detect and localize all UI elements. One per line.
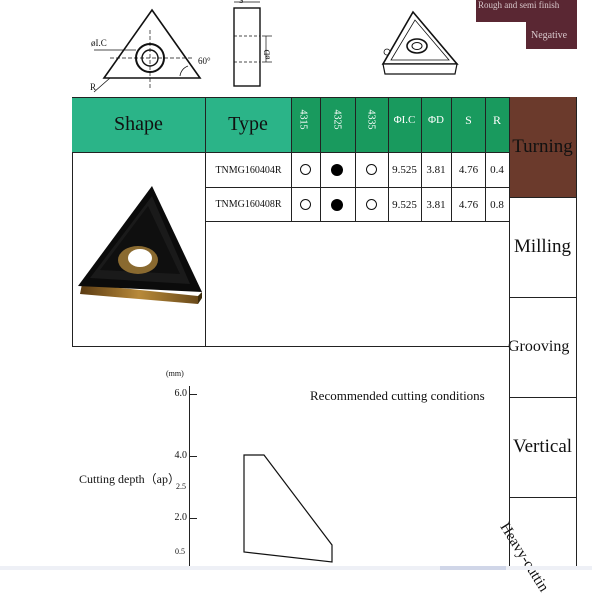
chart-title: Recommended cutting conditions bbox=[310, 388, 485, 403]
table-line bbox=[421, 97, 422, 221]
side-tab-divider bbox=[509, 397, 577, 398]
type-cell-row1: TNMG160404R bbox=[215, 164, 282, 176]
negative-tag bbox=[526, 22, 577, 49]
side-tab-turning[interactable]: Turning bbox=[512, 136, 573, 157]
grade-available-open-marker bbox=[366, 199, 377, 210]
insert-photo bbox=[78, 186, 202, 304]
table-line bbox=[291, 97, 292, 221]
grade-recommended-filled-marker bbox=[331, 199, 343, 211]
grade-available-open-marker bbox=[300, 199, 311, 210]
negative-label: Negative bbox=[531, 30, 568, 41]
table-line bbox=[451, 97, 452, 221]
rough-semi-finish-label: Rough and semi finish bbox=[478, 0, 560, 10]
r-cell-row2: 0.8 bbox=[490, 198, 504, 211]
table-line bbox=[72, 152, 73, 346]
bottom-scroll-strip bbox=[0, 566, 592, 570]
angle-dim-label: 60° bbox=[198, 56, 211, 66]
shape-header: Shape bbox=[114, 113, 163, 135]
side-tab-border bbox=[576, 97, 577, 570]
ic-cell-row2: 9.525 bbox=[392, 198, 417, 211]
grade-available-open-marker bbox=[300, 164, 311, 175]
d-cell-row1: 3.81 bbox=[426, 164, 446, 176]
s-cell-row1: 4.76 bbox=[458, 164, 479, 176]
y-small-label-0-5: 0.5 bbox=[175, 547, 185, 556]
y-axis bbox=[189, 386, 190, 570]
grade-header-4315: 4315 bbox=[297, 109, 309, 130]
table-line bbox=[320, 97, 321, 221]
d-cell-row2: 3.81 bbox=[426, 198, 446, 211]
type-cell-row2: TNMG160408R bbox=[215, 199, 282, 210]
chart-ylabel: Cutting depth（ap） bbox=[79, 472, 180, 486]
y-small-label-2-5: 2.5 bbox=[176, 482, 186, 491]
side-tab-divider bbox=[509, 297, 577, 298]
side-tab-grooving[interactable]: Grooving bbox=[508, 338, 570, 355]
side-tab-divider bbox=[509, 197, 577, 198]
table-line bbox=[485, 97, 486, 221]
type-header: Type bbox=[228, 113, 268, 135]
y-tick bbox=[189, 518, 197, 519]
side-tab-milling[interactable]: Milling bbox=[513, 236, 571, 257]
table-line bbox=[205, 221, 509, 222]
ic-dim-label: øI.C bbox=[91, 38, 107, 48]
insert-top-view-drawing bbox=[93, 8, 202, 93]
side-tab-border bbox=[509, 97, 510, 570]
bottom-scroll-thumb[interactable] bbox=[440, 566, 506, 570]
y-tick bbox=[189, 456, 197, 457]
rough-semi-finish-tag bbox=[476, 0, 577, 22]
table-line bbox=[72, 97, 509, 98]
chart-unit: (mm) bbox=[166, 369, 184, 378]
grade-recommended-filled-marker bbox=[331, 164, 343, 176]
grade-header-bg bbox=[291, 97, 509, 152]
s-header: S bbox=[465, 112, 472, 127]
thickness-dim-label: S bbox=[239, 0, 244, 5]
grade-available-open-marker bbox=[366, 164, 377, 175]
r-header: R bbox=[492, 112, 501, 127]
y-tick-label-6: 6.0 bbox=[174, 388, 188, 399]
ic-header: ΦI.C bbox=[393, 114, 416, 126]
table-line bbox=[205, 97, 206, 346]
table-line bbox=[72, 346, 509, 347]
y-tick-label-4: 4.0 bbox=[174, 450, 188, 461]
side-tab-divider bbox=[509, 497, 577, 498]
side-tab-bg-turning bbox=[509, 97, 576, 197]
insert-side-view-drawing bbox=[233, 1, 272, 87]
table-line bbox=[205, 187, 509, 188]
insert-isometric-drawing bbox=[381, 10, 459, 75]
s-cell-row2: 4.76 bbox=[458, 198, 479, 211]
cutting-region-polygon bbox=[243, 454, 333, 563]
radius-dim-label: R bbox=[90, 82, 97, 92]
table-line bbox=[388, 97, 389, 221]
grade-header-4325: 4325 bbox=[331, 109, 343, 130]
grade-header-4335: 4335 bbox=[365, 109, 377, 130]
y-tick bbox=[189, 394, 197, 395]
table-line bbox=[355, 97, 356, 221]
table-line bbox=[72, 152, 509, 153]
y-tick-label-2: 2.0 bbox=[174, 512, 188, 523]
ic-cell-row1: 9.525 bbox=[392, 164, 417, 176]
side-tab-vertical[interactable]: Vertical bbox=[512, 436, 573, 457]
r-cell-row1: 0.4 bbox=[490, 164, 504, 176]
d-header: ΦD bbox=[428, 114, 444, 126]
side-tab-heavy-cutting[interactable]: Heavy-cuttin bbox=[496, 520, 552, 595]
hole-dim-label: øD bbox=[262, 49, 272, 60]
